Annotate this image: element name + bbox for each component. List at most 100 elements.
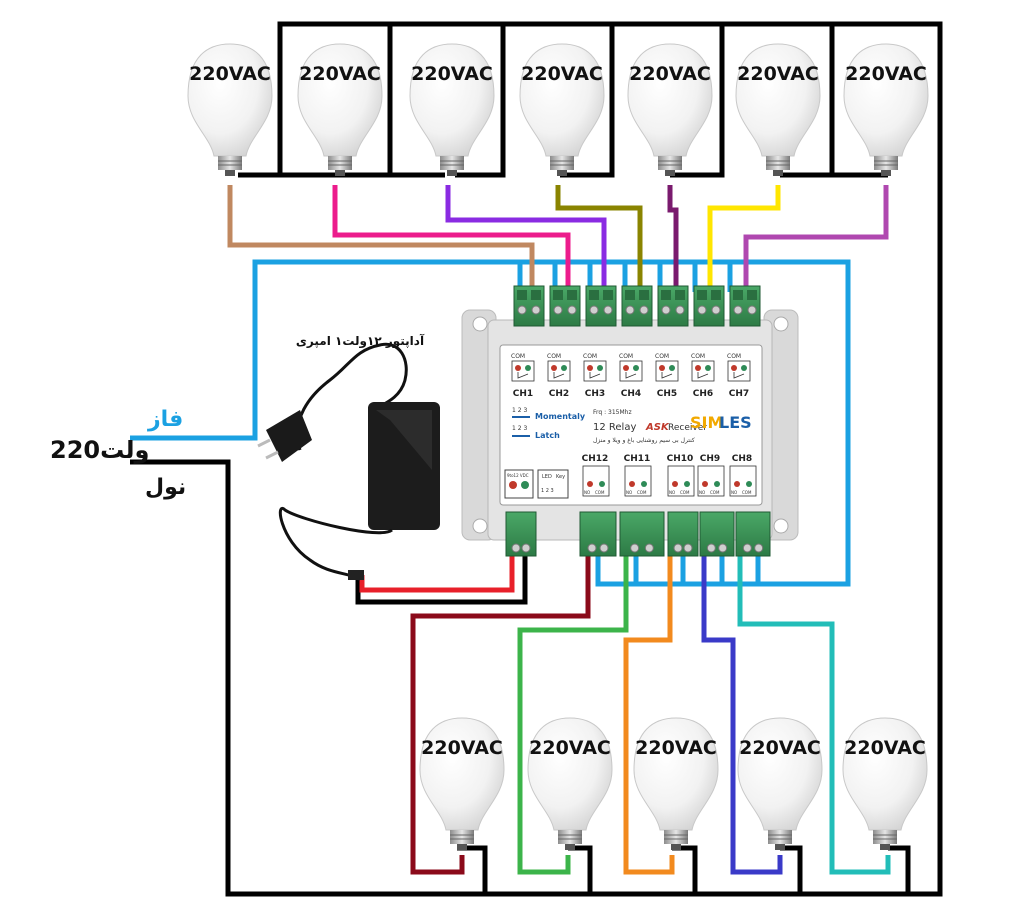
bulb-contact [557, 170, 567, 176]
power-negative-terminal [521, 481, 529, 489]
terminal-block-bottom-2 [579, 511, 617, 557]
bulb-glass [527, 717, 613, 831]
wire-ch7 [743, 185, 889, 292]
terminal-block-top-5 [657, 285, 689, 327]
channel-label: CH6 [693, 389, 713, 399]
relay-com-label: COM [547, 353, 561, 360]
terminal-block-bottom-5 [699, 511, 735, 557]
channel-label: CH3 [585, 389, 605, 399]
mode-latch: Latch [535, 431, 560, 440]
bulb-contact [775, 844, 785, 850]
bulb-glass [735, 43, 821, 157]
relay-top-2: COM CH2 [547, 353, 571, 399]
terminal-block-top-1 [513, 285, 545, 327]
terminal-block-bottom-1 [505, 511, 537, 557]
bulb-glass [737, 717, 823, 831]
bulb-base [873, 830, 897, 844]
bulb-bottom-4: 220VAC [737, 717, 823, 850]
power-rating: 9to12 VDC [507, 473, 529, 478]
brand-logo-sim: SIM [690, 413, 723, 432]
bulb-contact [457, 844, 467, 850]
bulb-bottom-3: 220VAC [633, 717, 719, 850]
bulb-base [558, 830, 582, 844]
mode-selector: 1 2 3 Momentaly 1 2 3 Latch [512, 407, 586, 440]
channel-label: CH7 [729, 389, 749, 399]
bulb-contact [447, 170, 457, 176]
module-type: ASK [645, 422, 670, 433]
neutral-wiring [130, 21, 943, 897]
bulb-contact [880, 844, 890, 850]
relay-no-label: NO [626, 490, 632, 495]
wire-ch11 [517, 556, 629, 875]
relay-com-label: COM [583, 353, 597, 360]
relay-top-4: COM CH4 [619, 353, 643, 399]
module-frequency: Frq : 315Mhz [593, 409, 632, 416]
bulb-contact [881, 170, 891, 176]
power-positive-terminal [509, 481, 517, 489]
relay-no-label: NO [731, 490, 737, 495]
wire-ch4 [555, 185, 643, 292]
bulb-glass [297, 43, 383, 157]
wire-ch3 [445, 185, 607, 292]
relay-com-label: COM [727, 353, 741, 360]
top-terminal-blocks [513, 285, 761, 327]
bulb-base [768, 830, 792, 844]
voltage-label: 220ولت [50, 436, 149, 464]
bulb-contact [565, 844, 575, 850]
bulb-voltage-label: 220VAC [635, 737, 717, 759]
relay-com-label: COM [680, 490, 690, 495]
wire-ch10 [623, 556, 675, 875]
bulb-base [658, 156, 682, 170]
relay-com-label: COM [595, 490, 605, 495]
dc-jack [348, 570, 364, 580]
bulb-base [874, 156, 898, 170]
bulb-contact [225, 170, 235, 176]
wire-ch1 [227, 185, 535, 292]
channel-label: CH12 [582, 454, 609, 464]
terminal-block-top-4 [621, 285, 653, 327]
bulb-base [440, 156, 464, 170]
relay-com-label: COM [619, 353, 633, 360]
bulb-contact [335, 170, 345, 176]
channel-label: CH2 [549, 389, 569, 399]
channel-label: CH4 [621, 389, 641, 399]
relay-com-label: COM [742, 490, 752, 495]
module-subtitle: کنترل بی سیم روشنایی باغ و ویلا و منزل [593, 437, 695, 444]
bulb-base [550, 156, 574, 170]
adapter-output-wire [359, 556, 515, 593]
bulb-top-6: 220VAC [735, 43, 821, 176]
relay-com-label: COM [691, 353, 705, 360]
bulb-voltage-label: 220VAC [845, 63, 927, 85]
relay-no-label: NO [669, 490, 675, 495]
bulb-glass [187, 43, 273, 157]
bulb-voltage-label: 220VAC [421, 737, 503, 759]
bulb-top-7: 220VAC [843, 43, 929, 176]
relay-no-label: NO [584, 490, 590, 495]
bulb-glass [627, 43, 713, 157]
channel-label: CH8 [732, 454, 752, 464]
bulb-contact [671, 844, 681, 850]
channel-label: CH10 [667, 454, 694, 464]
relay-top-3: COM CH3 [583, 353, 607, 399]
channel-label: CH9 [700, 454, 720, 464]
power-adapter: آداپتور ۱۲ولت۱ امپری [257, 333, 440, 582]
bulb-glass [633, 717, 719, 831]
bulb-voltage-label: 220VAC [737, 63, 819, 85]
relay-com-label: COM [710, 490, 720, 495]
power-panel: 9to12 VDC LED Key 1 2 3 [504, 469, 569, 499]
bulb-voltage-label: 220VAC [521, 63, 603, 85]
bulb-glass [519, 43, 605, 157]
bulb-glass [843, 43, 929, 157]
bulb-bottom-2: 220VAC [527, 717, 613, 850]
wire-ch9 [701, 556, 783, 875]
bulb-voltage-label: 220VAC [529, 737, 611, 759]
module-label-panel [499, 344, 763, 506]
brand-logo-les: LES [719, 413, 752, 432]
model-info: Frq : 315Mhz 12 Relay ASK Receiver کنترل… [593, 409, 752, 444]
led-label: LED [542, 474, 552, 480]
relay-com-label: COM [637, 490, 647, 495]
